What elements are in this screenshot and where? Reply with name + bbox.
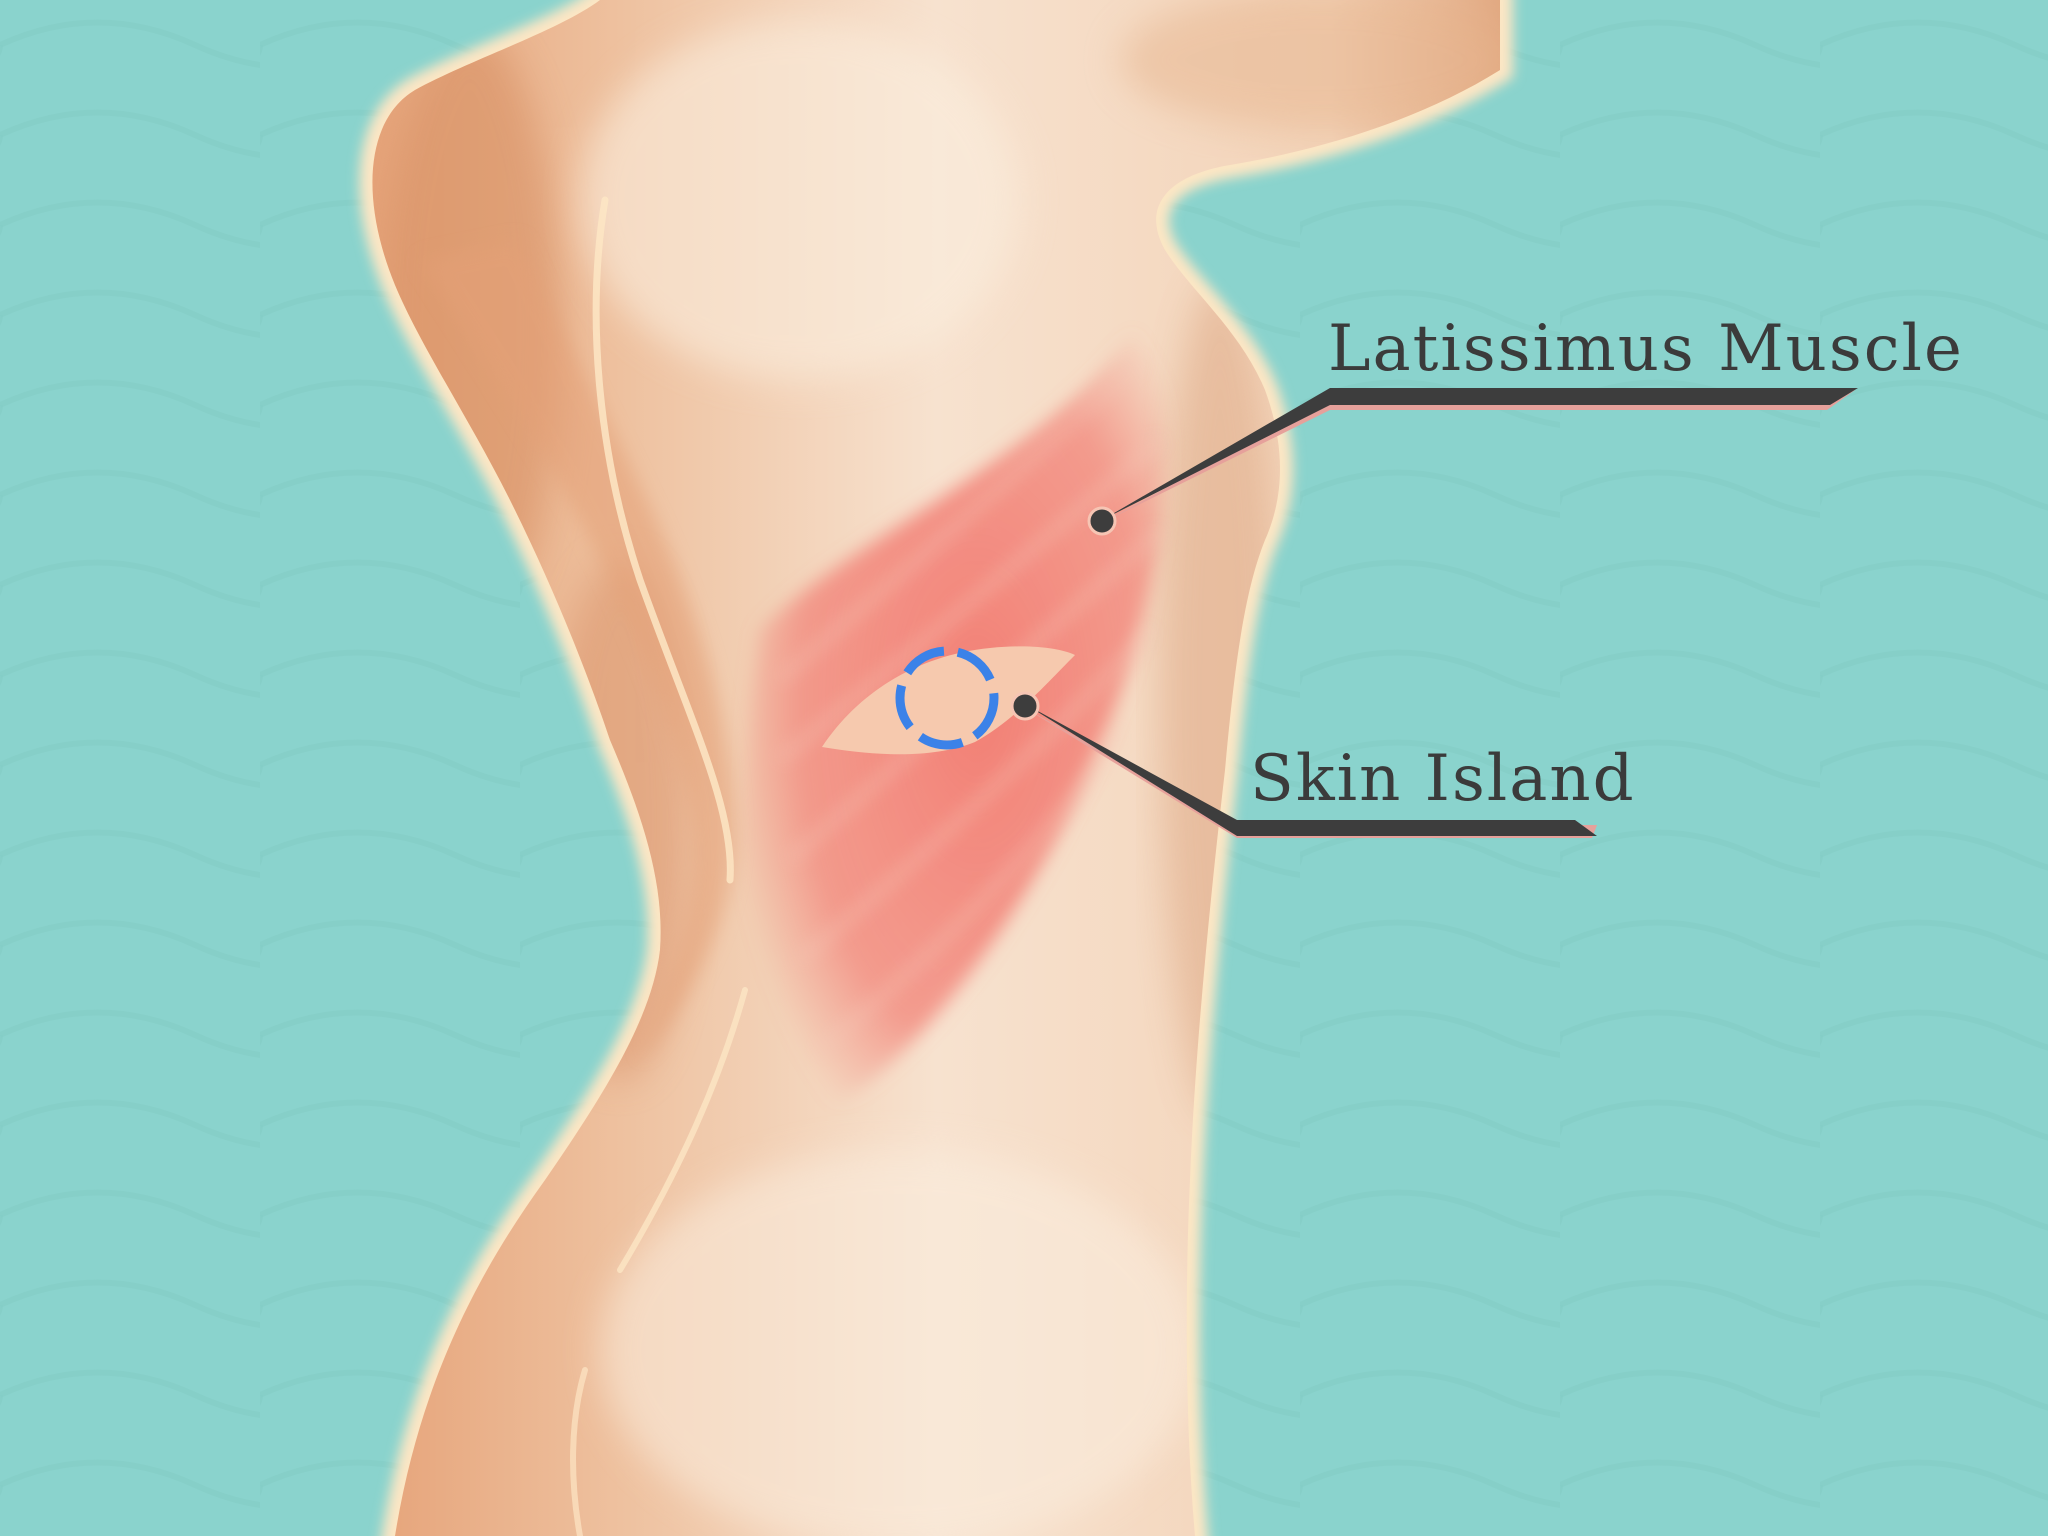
- leader-skin-island: [1010, 691, 1597, 838]
- skin-island-pointer-dot: [1010, 691, 1040, 721]
- skin-island: [822, 646, 1075, 755]
- contour-lines: [570, 196, 748, 1536]
- label-skin-island: Skin Island: [1250, 742, 1636, 816]
- arm: [420, 240, 736, 1060]
- label-latissimus-muscle: Latissimus Muscle: [1328, 312, 1964, 386]
- dashed-circle-marker: [895, 646, 999, 750]
- leader-latissimus: [1087, 388, 1858, 536]
- latissimus-pointer-dot: [1087, 506, 1117, 536]
